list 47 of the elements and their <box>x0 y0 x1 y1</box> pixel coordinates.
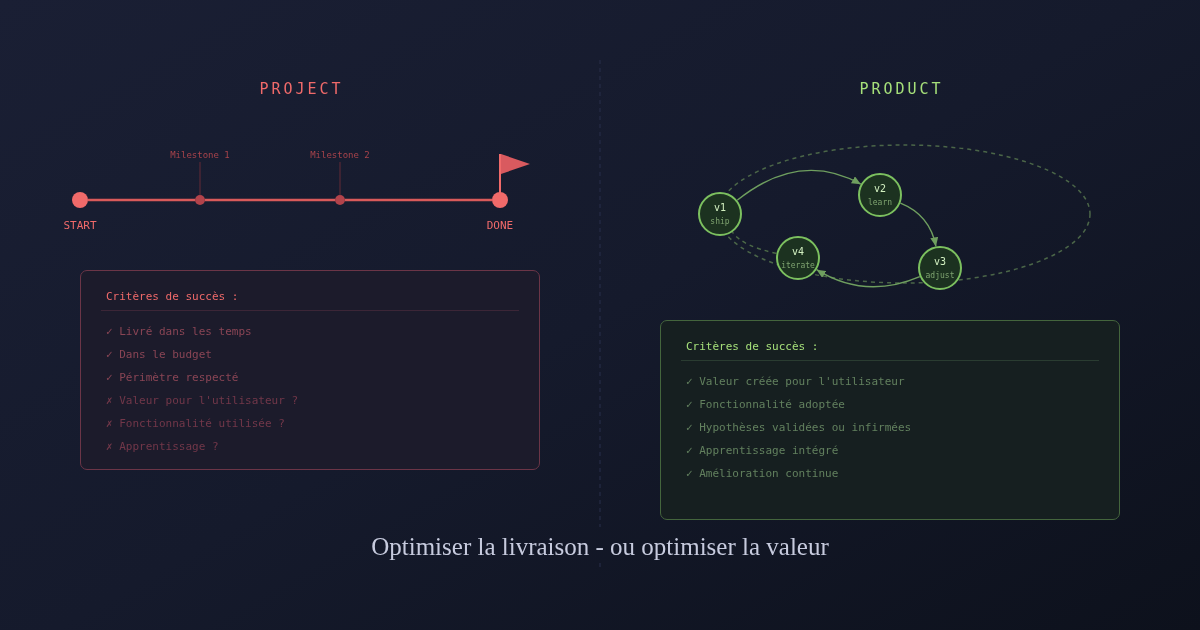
criteria-heading: Critères de succès : <box>686 340 819 354</box>
version-label: v3 <box>933 256 946 268</box>
criteria-item: ✗ Apprentissage ? <box>106 439 219 455</box>
timeline-dot <box>72 192 88 208</box>
timeline-dot <box>492 192 508 208</box>
cycle-connector <box>731 231 778 255</box>
cycle-node <box>918 246 962 290</box>
cycle-node <box>698 192 742 236</box>
criteria-item: ✓ Valeur créée pour l'utilisateur <box>686 374 905 390</box>
timeline-line <box>88 198 195 202</box>
cycle-arrow <box>899 202 938 248</box>
criteria-item: ✓ Dans le budget <box>106 347 212 363</box>
cycle-arrow <box>815 269 921 288</box>
timeline-line <box>345 198 492 202</box>
stage-label: iterate <box>781 261 815 271</box>
cycle-node <box>776 236 820 280</box>
criteria-heading: Critères de succès : <box>106 290 239 304</box>
column-heading: PROJECT <box>258 80 344 98</box>
criteria-item: ✗ Fonctionnalité utilisée ? <box>106 416 285 432</box>
cycle-arrow <box>736 169 862 201</box>
caption: Optimiser la livraison - ou optimiser la valeur <box>371 532 829 562</box>
stage-label: learn <box>867 198 893 208</box>
criteria-item: ✓ Hypothèses validées ou infirmées <box>686 420 912 436</box>
criteria-item: ✓ Fonctionnalité adoptée <box>686 397 845 413</box>
version-label: v1 <box>713 202 726 214</box>
criteria-item: ✓ Livré dans les temps <box>106 324 252 340</box>
timeline-label: START <box>63 219 97 233</box>
criteria-panel <box>660 320 1120 520</box>
criteria-item: ✓ Périmètre respecté <box>106 370 239 386</box>
milestone-dot <box>335 195 345 205</box>
stage-label: ship <box>710 217 730 227</box>
cycle-node <box>858 173 902 217</box>
criteria-item: ✗ Valeur pour l'utilisateur ? <box>106 393 299 409</box>
leader-line <box>199 161 201 196</box>
milestone-label: Milestone 2 <box>310 149 370 162</box>
leader-line <box>339 161 341 196</box>
criteria-item: ✓ Apprentissage intégré <box>686 443 839 459</box>
version-label: v4 <box>791 246 804 258</box>
criteria-item: ✓ Amélioration continue <box>686 466 839 482</box>
timeline-label: DONE <box>486 219 514 233</box>
timeline-line <box>205 198 335 202</box>
stage-label: adjust <box>925 271 955 281</box>
version-label: v2 <box>873 183 886 195</box>
milestone-dot <box>195 195 205 205</box>
milestone-label: Milestone 1 <box>170 149 230 162</box>
criteria-panel <box>80 270 540 470</box>
column-heading: PRODUCT <box>858 80 944 98</box>
